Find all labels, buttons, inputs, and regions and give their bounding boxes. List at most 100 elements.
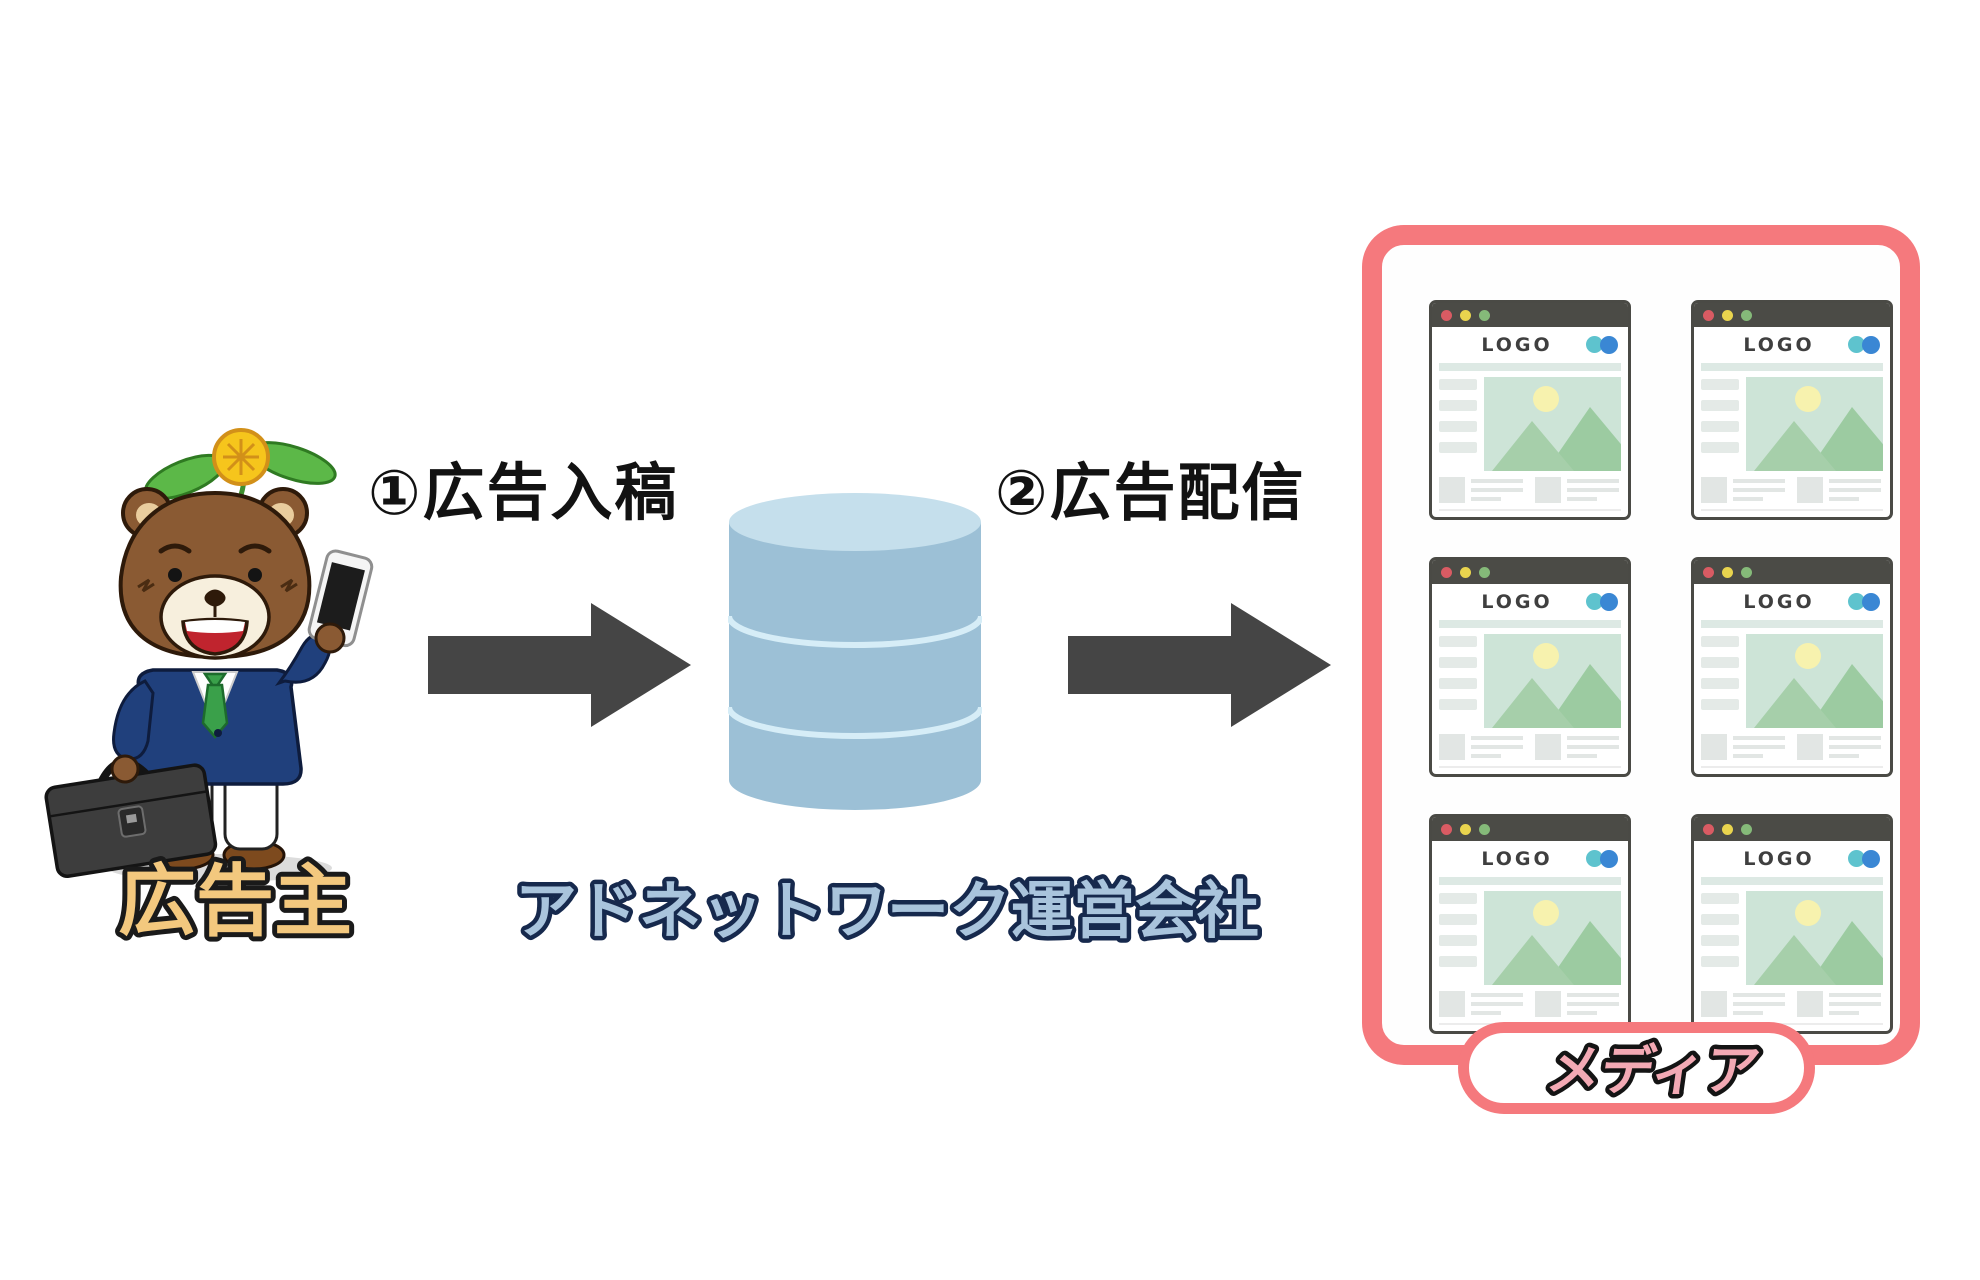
- blue-circle-icon: [1862, 593, 1880, 611]
- site-logo: LOGO: [1743, 334, 1815, 356]
- close-dot-icon: [1703, 566, 1714, 578]
- sidebar-link-placeholder: [1701, 657, 1739, 668]
- close-dot-icon: [1441, 823, 1452, 835]
- browser-window: LOGO: [1429, 300, 1631, 520]
- article-text-lines: [1829, 477, 1881, 503]
- step1-label: ①広告入稿: [368, 456, 679, 529]
- sidebar-link-placeholder: [1701, 379, 1739, 390]
- site-footer-rule: [1701, 766, 1883, 768]
- arrow-step1: [428, 600, 693, 730]
- arrow-step2: [1068, 600, 1333, 730]
- article-text-lines: [1471, 991, 1523, 1017]
- article-text-lines: [1567, 477, 1619, 503]
- site-footer-rule: [1439, 766, 1621, 768]
- site-header: LOGO: [1432, 584, 1628, 620]
- article-text-lines: [1733, 477, 1785, 503]
- article-list: [1701, 477, 1883, 503]
- close-dot-icon: [1703, 309, 1714, 321]
- article-placeholder: [1535, 477, 1619, 503]
- browser-titlebar: [1694, 560, 1890, 584]
- sidebar-link-placeholder: [1439, 421, 1477, 432]
- teal-circle-icon: [1848, 850, 1865, 867]
- article-thumb: [1439, 734, 1465, 760]
- sidebar-link-placeholder: [1439, 699, 1477, 710]
- hero-image: [1484, 891, 1621, 985]
- database-icon: [726, 493, 984, 810]
- teal-circle-icon: [1848, 593, 1865, 610]
- media-panel: LOGO: [1362, 225, 1920, 1065]
- minimize-dot-icon: [1722, 566, 1733, 578]
- article-text-lines: [1471, 477, 1523, 503]
- article-thumb: [1535, 734, 1561, 760]
- blue-circle-icon: [1862, 336, 1880, 354]
- site-logo: LOGO: [1481, 848, 1553, 870]
- article-list: [1439, 477, 1621, 503]
- site-header: LOGO: [1694, 841, 1890, 877]
- article-text-lines: [1567, 734, 1619, 760]
- maximize-dot-icon: [1741, 823, 1752, 835]
- article-thumb: [1439, 477, 1465, 503]
- hero-image: [1484, 377, 1621, 471]
- sidebar-link-placeholder: [1701, 421, 1739, 432]
- site-logo: LOGO: [1481, 334, 1553, 356]
- site-navbar: [1701, 363, 1883, 371]
- maximize-dot-icon: [1741, 309, 1752, 321]
- browser-titlebar: [1694, 817, 1890, 841]
- site-logo: LOGO: [1743, 848, 1815, 870]
- site-main: [1439, 634, 1621, 728]
- article-placeholder: [1701, 991, 1785, 1017]
- article-placeholder: [1797, 991, 1881, 1017]
- sidebar-link-placeholder: [1439, 914, 1477, 925]
- site-header-buttons: [1848, 593, 1880, 611]
- ad-network-database: [726, 492, 984, 818]
- browser-window: LOGO: [1691, 814, 1893, 1034]
- article-placeholder: [1797, 734, 1881, 760]
- sidebar-link-placeholder: [1439, 678, 1477, 689]
- article-thumb: [1701, 991, 1727, 1017]
- site-navbar: [1439, 363, 1621, 371]
- sidebar-link-placeholder: [1439, 935, 1477, 946]
- site-footer-rule: [1701, 1023, 1883, 1025]
- article-list: [1439, 991, 1621, 1017]
- network-operator-label: アドネットワーク運営会社: [492, 848, 1282, 964]
- browser-window: LOGO: [1429, 557, 1631, 777]
- browser-titlebar: [1432, 817, 1628, 841]
- close-dot-icon: [1441, 309, 1452, 321]
- maximize-dot-icon: [1741, 566, 1752, 578]
- blue-circle-icon: [1600, 593, 1618, 611]
- browser-titlebar: [1432, 303, 1628, 327]
- advertiser-mascot: [35, 425, 395, 885]
- article-thumb: [1535, 477, 1561, 503]
- article-placeholder: [1701, 477, 1785, 503]
- article-placeholder: [1439, 991, 1523, 1017]
- site-navbar: [1701, 877, 1883, 885]
- browser-window: LOGO: [1691, 300, 1893, 520]
- article-thumb: [1797, 477, 1823, 503]
- hero-image: [1746, 891, 1883, 985]
- hero-image: [1746, 377, 1883, 471]
- article-thumb: [1439, 991, 1465, 1017]
- teal-circle-icon: [1586, 850, 1603, 867]
- media-grid: LOGO: [1402, 265, 1893, 1034]
- article-text-lines: [1733, 734, 1785, 760]
- sidebar-link-placeholder: [1701, 935, 1739, 946]
- sidebar-link-placeholder: [1439, 636, 1477, 647]
- site-logo: LOGO: [1743, 591, 1815, 613]
- site-main: [1439, 891, 1621, 985]
- media-badge-text: メディア: [1543, 1039, 1764, 1102]
- sidebar-link-placeholder: [1701, 636, 1739, 647]
- step2-label: ②広告配信: [995, 456, 1306, 529]
- minimize-dot-icon: [1722, 823, 1733, 835]
- site-sidebar: [1701, 891, 1739, 985]
- site-sidebar: [1439, 634, 1477, 728]
- sidebar-link-placeholder: [1439, 442, 1477, 453]
- article-placeholder: [1797, 477, 1881, 503]
- article-thumb: [1797, 734, 1823, 760]
- site-header: LOGO: [1694, 327, 1890, 363]
- teal-circle-icon: [1586, 336, 1603, 353]
- article-text-lines: [1567, 991, 1619, 1017]
- bear-mascot-illustration: [44, 428, 374, 882]
- site-footer-rule: [1701, 509, 1883, 511]
- site-header: LOGO: [1432, 327, 1628, 363]
